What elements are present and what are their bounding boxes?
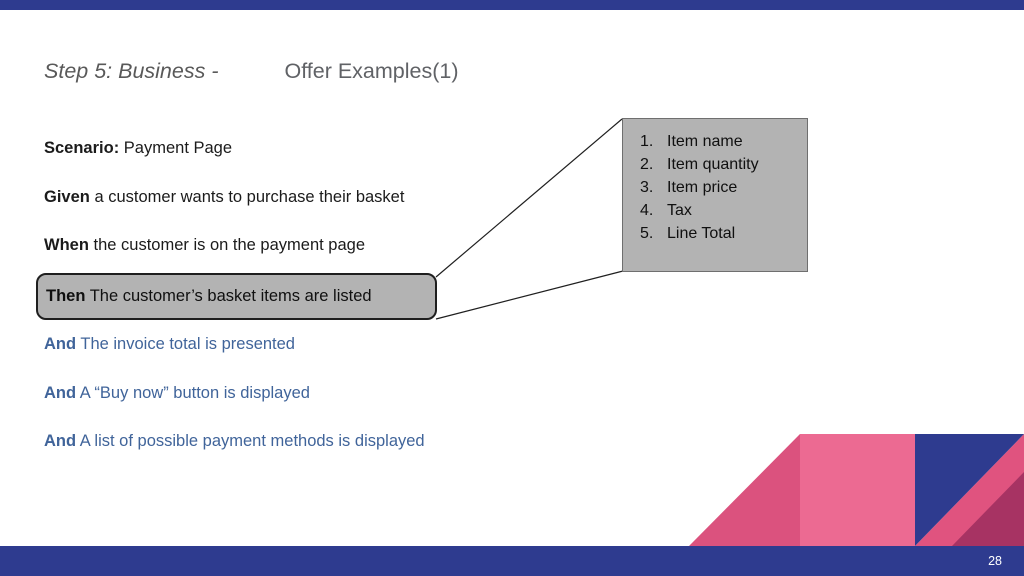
scenario-text: Payment Page bbox=[119, 139, 233, 157]
and-keyword: And bbox=[44, 432, 77, 450]
list-item: 5. Line Total bbox=[623, 222, 807, 245]
decor-rect-mid bbox=[800, 434, 915, 546]
given-keyword: Given bbox=[44, 188, 90, 206]
list-item-number: 3. bbox=[640, 179, 654, 196]
and-line-2: And A “Buy now” button is displayed bbox=[44, 384, 310, 403]
list-item: 1. Item name bbox=[623, 130, 807, 153]
callout-connector-line-bottom bbox=[435, 270, 624, 320]
list-item-label: Item price bbox=[667, 179, 738, 196]
and-text: A list of possible payment methods is di… bbox=[76, 432, 425, 450]
list-item-label: Item name bbox=[667, 133, 743, 150]
slide-title-topic: Offer Examples(1) bbox=[284, 59, 459, 83]
slide-title: Step 5: Business - Offer Examples(1) bbox=[44, 59, 459, 84]
page-number: 28 bbox=[988, 554, 1002, 568]
decor-triangle-left bbox=[689, 434, 800, 546]
decor-triangle-corner-crimson bbox=[952, 472, 1024, 546]
when-text: the customer is on the payment page bbox=[88, 236, 366, 254]
list-item-label: Line Total bbox=[667, 225, 736, 242]
given-text: a customer wants to purchase their baske… bbox=[89, 188, 405, 206]
slide-title-step: Step 5: Business - bbox=[44, 59, 219, 83]
bottom-bar: 28 bbox=[0, 546, 1024, 576]
list-item-number: 2. bbox=[640, 156, 654, 173]
list-item-number: 1. bbox=[640, 133, 654, 150]
and-keyword: And bbox=[44, 335, 77, 353]
list-item-label: Tax bbox=[667, 202, 692, 219]
and-text: The invoice total is presented bbox=[76, 335, 295, 353]
callout-connector-line-top bbox=[435, 118, 623, 278]
list-item: 4. Tax bbox=[623, 199, 807, 222]
list-item: 2. Item quantity bbox=[623, 153, 807, 176]
then-text: The customer’s basket items are listed bbox=[85, 287, 372, 305]
scenario-line: Scenario: Payment Page bbox=[44, 139, 232, 158]
top-accent-bar bbox=[0, 0, 1024, 10]
then-keyword: Then bbox=[46, 287, 86, 305]
and-line-3: And A list of possible payment methods i… bbox=[44, 432, 425, 451]
decor-triangle-right-navy bbox=[915, 434, 1024, 546]
when-keyword: When bbox=[44, 236, 89, 254]
and-text: A “Buy now” button is displayed bbox=[76, 384, 310, 402]
list-item-number: 5. bbox=[640, 225, 654, 242]
given-line: Given a customer wants to purchase their… bbox=[44, 188, 404, 207]
when-line: When the customer is on the payment page bbox=[44, 236, 365, 255]
then-highlight-box: Then The customer’s basket items are lis… bbox=[36, 273, 437, 320]
and-line-1: And The invoice total is presented bbox=[44, 335, 295, 354]
and-keyword: And bbox=[44, 384, 77, 402]
basket-items-callout-box: 1. Item name 2. Item quantity 3. Item pr… bbox=[622, 118, 808, 272]
then-line: Then The customer’s basket items are lis… bbox=[46, 287, 372, 306]
scenario-keyword: Scenario: bbox=[44, 139, 120, 157]
list-item: 3. Item price bbox=[623, 176, 807, 199]
list-item-number: 4. bbox=[640, 202, 654, 219]
list-item-label: Item quantity bbox=[667, 156, 759, 173]
